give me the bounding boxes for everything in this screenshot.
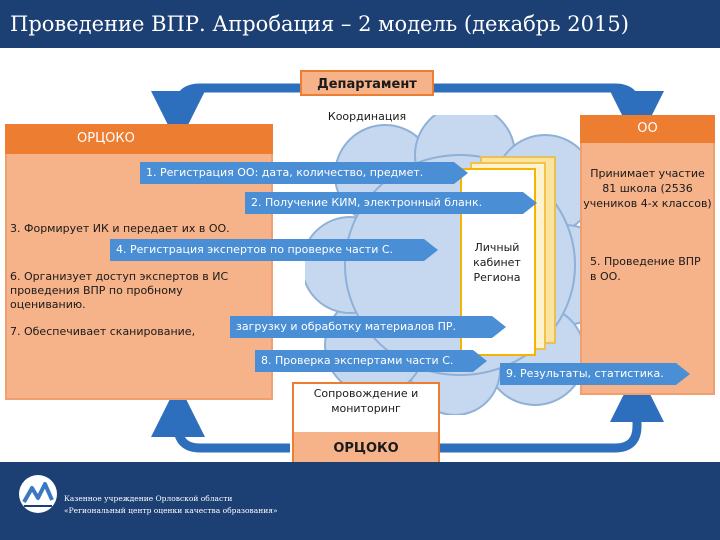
arrow-9: 9. Результаты, статистика. [500,363,690,385]
footer-text: Казенное учреждение Орловской области «Р… [64,493,278,517]
top-left-arrow [151,83,300,145]
orcoko-item7: 7. Обеспечивает сканирование, [10,325,196,338]
cabinet-label: Личный кабинет Региона [473,241,521,284]
page-title: Проведение ВПР. Апробация – 2 модель (де… [0,0,720,48]
arrow-7: загрузку и обработку материалов ПР. [230,316,506,338]
footer-bar [0,462,720,540]
arrow-4: 4. Регистрация экспертов по проверке час… [110,239,438,261]
orcoko-item3: 3. Формирует ИК и передает их в ОО. [10,222,230,235]
bottom-left-arrow [151,383,290,453]
oo-header: ОО [580,115,715,143]
oo-item5: 5. Проведение ВПР в ОО. [590,255,701,283]
orcoko-header: ОРЦОКО [5,124,273,154]
logo-icon [19,475,57,513]
arrow-2: 2. Получение КИМ, электронный бланк. [245,192,537,214]
footer-line1: Казенное учреждение Орловской области [64,494,233,503]
support-label: ОРЦОКО [294,432,438,466]
support-text: Сопровождение и мониторинг [313,387,419,415]
coordination-label: Координация [327,110,407,123]
orcoko-item6: 6. Организует доступ экспертов в ИС пров… [10,270,229,311]
arrow-8: 8. Проверка экспертами части С. [255,350,487,372]
department-label: Департамент [300,70,434,96]
top-right-arrow [434,83,664,145]
footer-line2: «Региональный центр оценки качества обра… [64,506,278,515]
bottom-right-arrow [440,368,664,453]
oo-participation: Принимает участие 81 школа (2536 ученико… [583,167,712,210]
arrow-1: 1. Регистрация ОО: дата, количество, пре… [140,162,468,184]
